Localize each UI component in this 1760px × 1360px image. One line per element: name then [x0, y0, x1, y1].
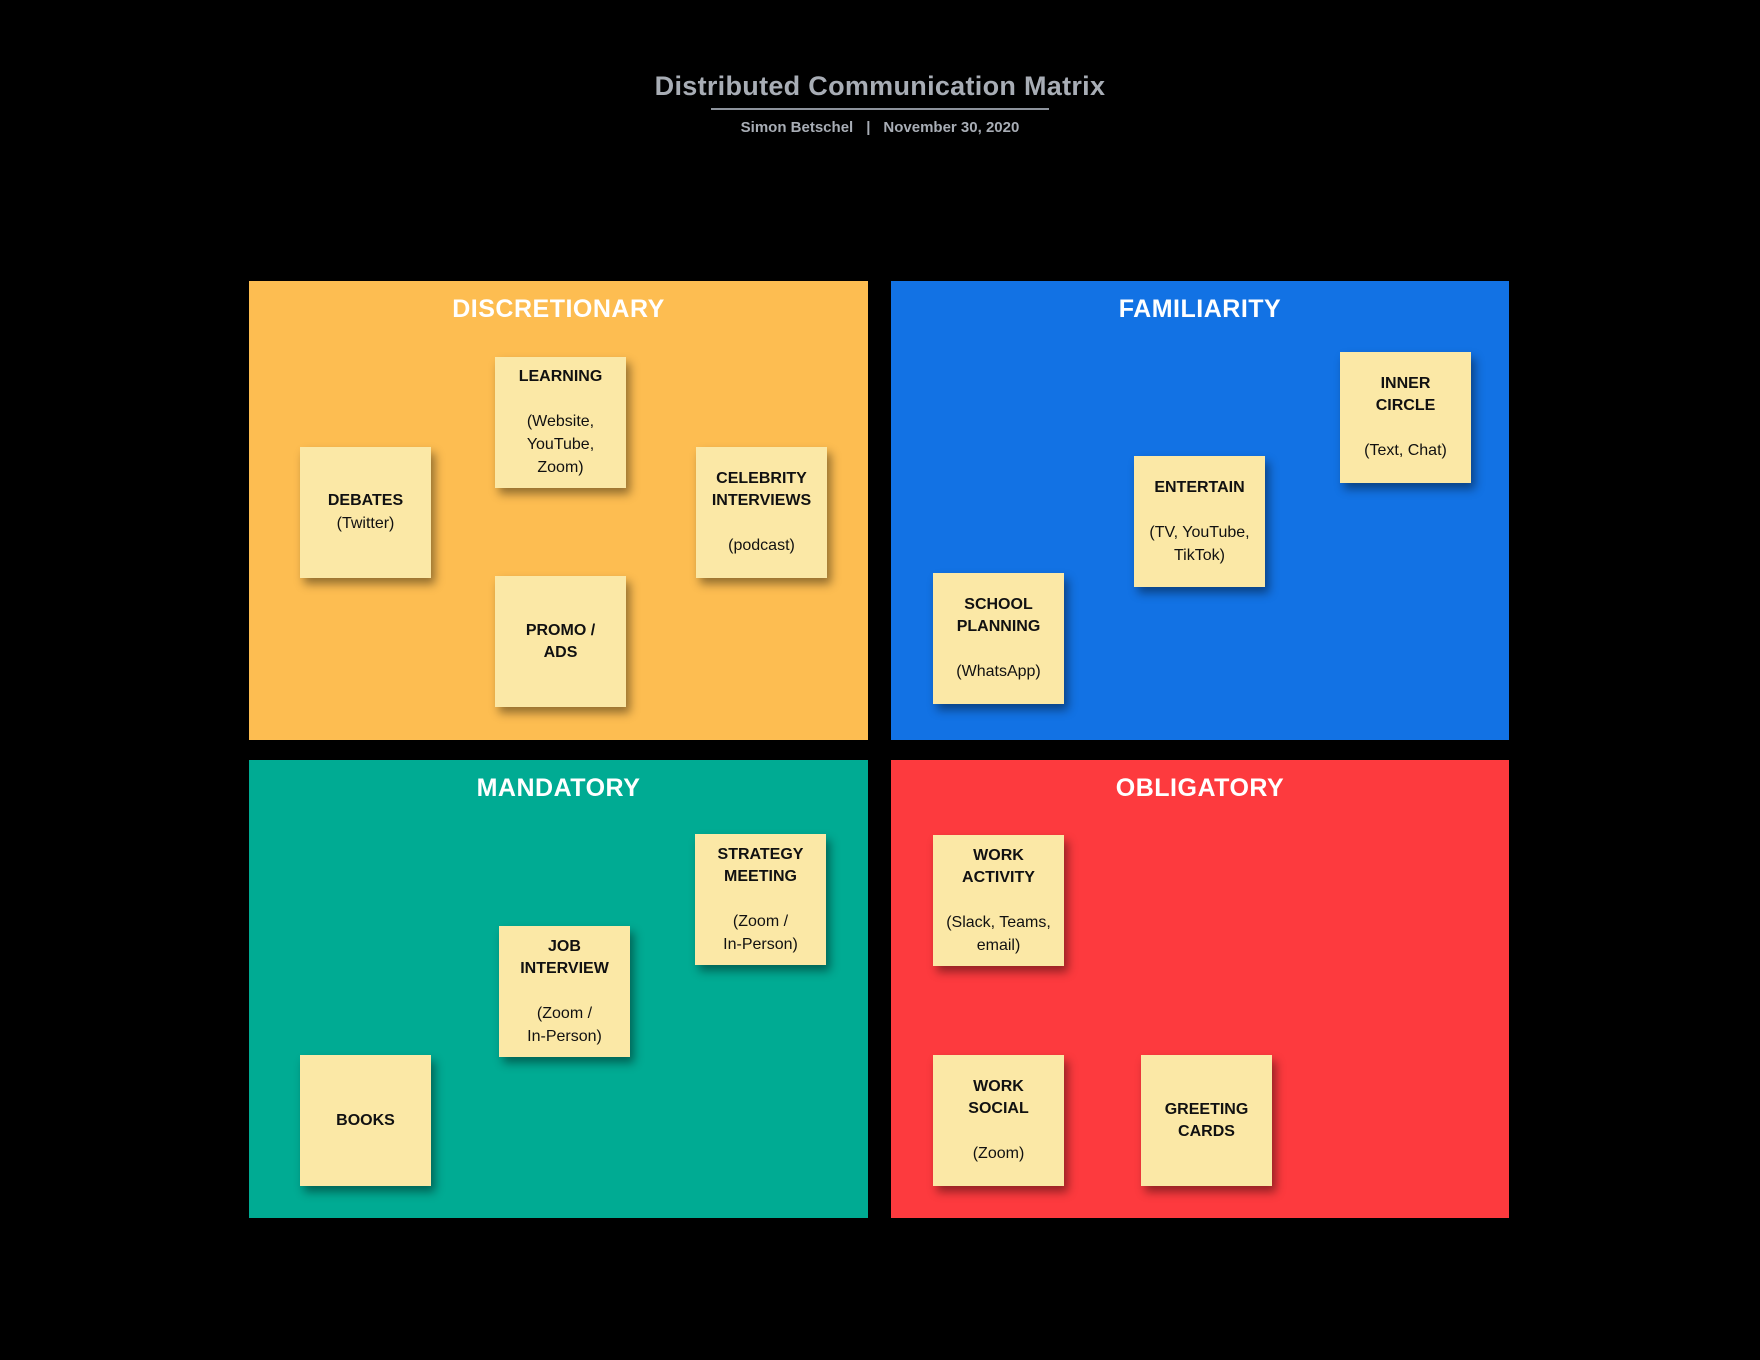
note-body: (Website,YouTube,Zoom): [526, 413, 595, 476]
sticky-note-books: BOOKS: [300, 1055, 431, 1186]
note-body: (Slack, Teams,email): [946, 913, 1051, 954]
note-body: (Twitter): [336, 515, 395, 532]
page-subtitle: Simon Betschel | November 30, 2020: [0, 119, 1760, 136]
note-body: (WhatsApp): [956, 663, 1041, 680]
quadrant-title: MANDATORY: [476, 774, 641, 802]
note-title: ENTERTAIN: [1154, 478, 1245, 496]
quadrant-title: FAMILIARITY: [1118, 295, 1282, 323]
note-title: BOOKS: [336, 1111, 395, 1129]
sticky-note-promo-ads: PROMO /ADS: [495, 576, 626, 707]
note-body: (TV, YouTube,TikTok): [1149, 523, 1250, 564]
quadrant-discretionary: DISCRETIONARY LEARNING (Website,YouTube,Z…: [249, 281, 868, 740]
page-title: Distributed Communication Matrix: [654, 71, 1106, 101]
page-header: Distributed Communication Matrix Simon B…: [0, 70, 1760, 136]
note-body: (podcast): [728, 537, 795, 554]
subtitle-separator: |: [866, 119, 871, 136]
note-title: PROMO /ADS: [525, 621, 596, 661]
sticky-note-learning: LEARNING (Website,YouTube,Zoom): [495, 357, 626, 488]
title-underline: [711, 108, 1049, 110]
note-body: (Zoom): [972, 1145, 1025, 1162]
note-body: (Zoom /In-Person): [723, 912, 798, 953]
note-body: (Zoom /In-Person): [527, 1004, 602, 1045]
note-title: LEARNING: [518, 368, 603, 385]
sticky-note-debates: DEBATES (Twitter): [300, 447, 431, 578]
author-name: Simon Betschel: [740, 119, 854, 136]
date-text: November 30, 2020: [883, 119, 1020, 136]
sticky-note-entertain: ENTERTAIN (TV, YouTube,TikTok): [1134, 456, 1265, 587]
note-body: (Text, Chat): [1364, 442, 1447, 459]
quadrant-title: DISCRETIONARY: [452, 295, 665, 323]
quadrant-title: OBLIGATORY: [1115, 774, 1285, 802]
note-title: DEBATES: [327, 492, 404, 509]
